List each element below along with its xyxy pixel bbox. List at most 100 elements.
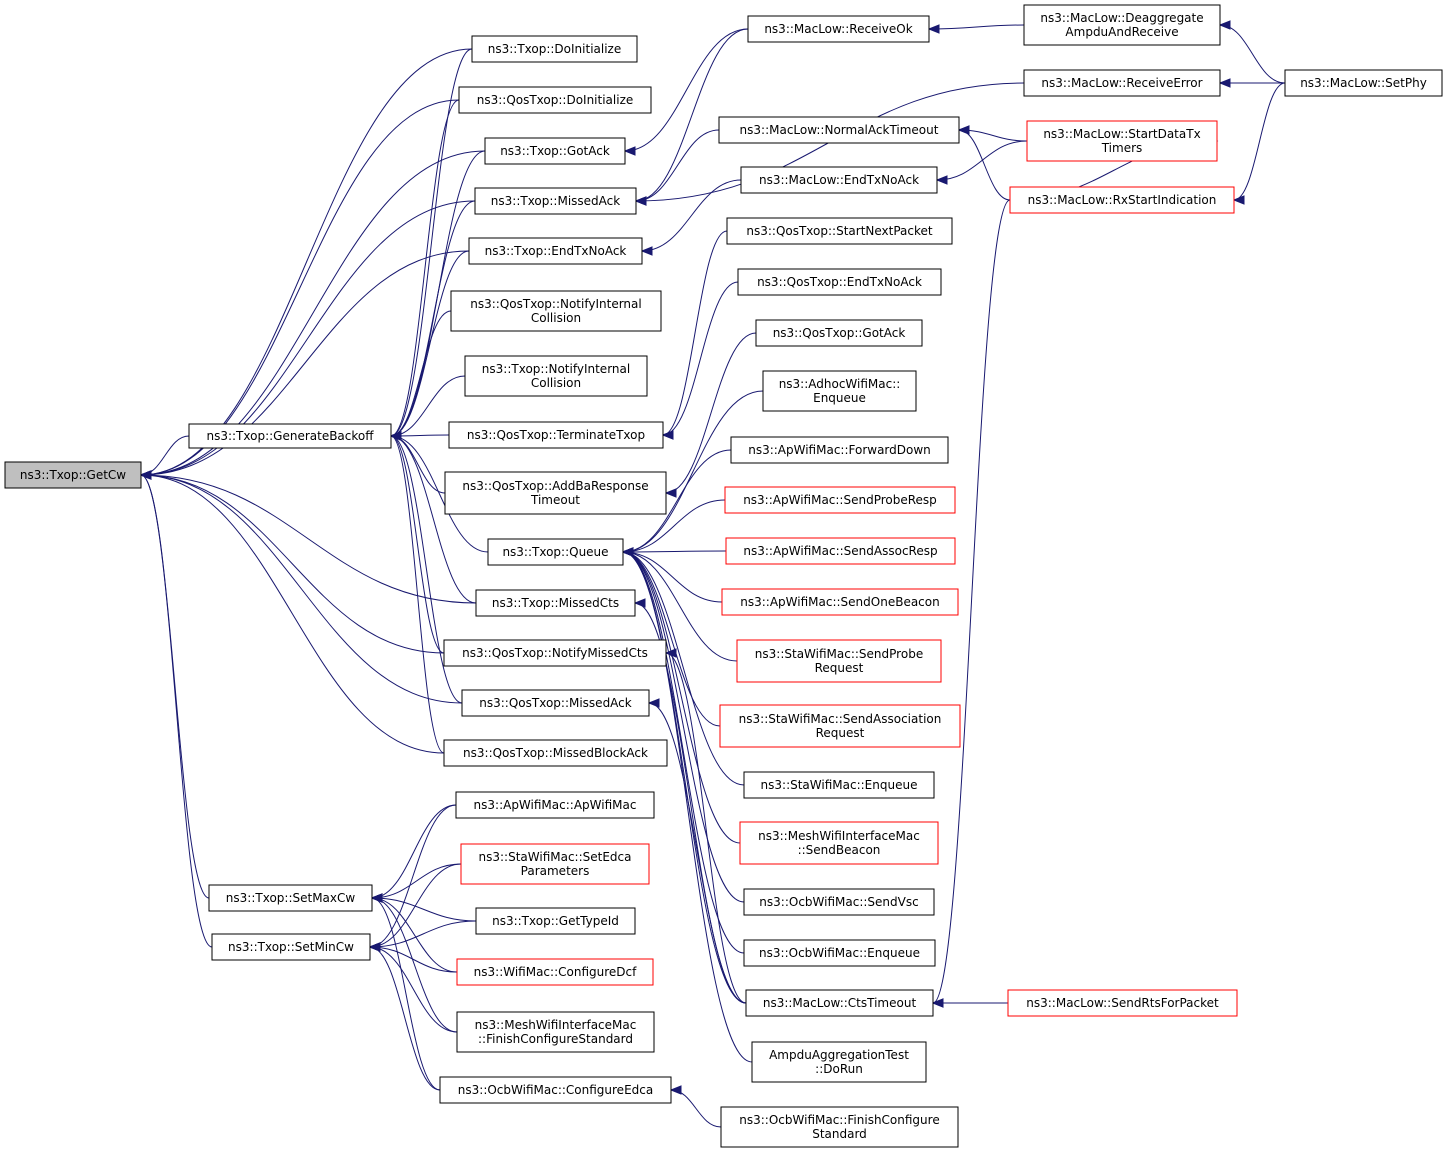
edge-mesh_finishconfig-to-setmincw bbox=[369, 946, 458, 1033]
arrowhead-maclow_rxstart-to-maclow_normalack bbox=[957, 125, 970, 135]
node-wifimac_configdcf[interactable]: ns3::WifiMac::ConfigureDcf bbox=[456, 958, 654, 986]
edge-qos_notifyint-to-genbackoff bbox=[390, 310, 452, 437]
node-box bbox=[1023, 69, 1221, 97]
node-label: ns3::Txop::GetCw bbox=[20, 468, 126, 482]
node-maclow_receiveok[interactable]: ns3::MacLow::ReceiveOk bbox=[747, 15, 930, 43]
edge-maclow_ctstimeout-to-qos_notifymissedcts bbox=[665, 652, 747, 1004]
node-mesh_finishconfig[interactable]: ns3::MeshWifiInterfaceMac::FinishConfigu… bbox=[456, 1011, 655, 1053]
node-box bbox=[762, 370, 917, 412]
node-maclow_normalack[interactable]: ns3::MacLow::NormalAckTimeout bbox=[718, 116, 960, 144]
node-label: Timers bbox=[1101, 141, 1143, 155]
node-ap_apwifimac[interactable]: ns3::ApWifiMac::ApWifiMac bbox=[455, 791, 655, 819]
arrowhead-ocb_configedca-to-setmaxcw bbox=[370, 893, 383, 903]
node-label: ns3::OcbWifiMac::Enqueue bbox=[759, 946, 920, 960]
arrowhead-maclow_receiveerror-to-txop_missedack bbox=[634, 196, 647, 206]
node-maclow_receiveerror[interactable]: ns3::MacLow::ReceiveError bbox=[1023, 69, 1221, 97]
node-label: ns3::MeshWifiInterfaceMac bbox=[758, 829, 920, 843]
node-getcw[interactable]: ns3::Txop::GetCw bbox=[4, 461, 142, 489]
edge-ocb_configedca-to-setmincw bbox=[369, 946, 441, 1091]
edge-qos_gotack-to-qos_addba bbox=[665, 332, 757, 494]
node-adhoc_enqueue[interactable]: ns3::AdhocWifiMac::Enqueue bbox=[762, 370, 917, 412]
node-genbackoff[interactable]: ns3::Txop::GenerateBackoff bbox=[188, 423, 392, 449]
arrowhead-qos_endtx-to-qos_terminate bbox=[661, 430, 674, 440]
node-label: ns3::Txop::DoInitialize bbox=[488, 42, 622, 56]
node-qos_notifymissedcts[interactable]: ns3::QosTxop::NotifyMissedCts bbox=[443, 639, 667, 667]
edge-txop_gettypeid-to-setmincw bbox=[369, 920, 477, 948]
node-ocb_sendvsc[interactable]: ns3::OcbWifiMac::SendVsc bbox=[743, 888, 935, 916]
node-mesh_sendbeacon[interactable]: ns3::MeshWifiInterfaceMac::SendBeacon bbox=[739, 821, 939, 865]
node-txop_missedcts[interactable]: ns3::Txop::MissedCts bbox=[475, 589, 636, 617]
edge-txop_doinit-to-genbackoff bbox=[390, 48, 473, 437]
node-qos_missedblockack[interactable]: ns3::QosTxop::MissedBlockAck bbox=[443, 739, 668, 767]
node-label: ns3::ApWifiMac::ForwardDown bbox=[748, 443, 931, 457]
node-txop_queue[interactable]: ns3::Txop::Queue bbox=[487, 538, 624, 566]
node-box bbox=[755, 319, 923, 347]
arrowhead-maclow_ctstimeout-to-qos_notifymissedcts bbox=[664, 648, 677, 658]
node-sta_enqueue[interactable]: ns3::StaWifiMac::Enqueue bbox=[743, 771, 935, 799]
edges-layer bbox=[139, 20, 1286, 1128]
node-box bbox=[743, 939, 936, 967]
edge-maclow_setphy-to-maclow_deaggregate bbox=[1219, 24, 1286, 84]
node-box bbox=[484, 137, 626, 165]
node-label: ns3::Txop::SetMinCw bbox=[228, 940, 354, 954]
node-txop_doinit[interactable]: ns3::Txop::DoInitialize bbox=[471, 35, 638, 63]
node-label: ns3::MacLow::StartDataTx bbox=[1043, 127, 1200, 141]
node-setmaxcw[interactable]: ns3::Txop::SetMaxCw bbox=[208, 884, 373, 912]
node-ocb_configedca[interactable]: ns3::OcbWifiMac::ConfigureEdca bbox=[439, 1076, 672, 1104]
node-label: ns3::QosTxop::DoInitialize bbox=[477, 93, 634, 107]
edge-qos_missedack-to-genbackoff bbox=[390, 435, 463, 704]
arrowhead-qos_missedblockack-to-genbackoff bbox=[389, 431, 402, 441]
node-ampdu_dorun[interactable]: AmpduAggregationTest::DoRun bbox=[751, 1041, 927, 1083]
node-label: ::SendBeacon bbox=[798, 843, 881, 857]
node-label: AmpduAggregationTest bbox=[769, 1048, 909, 1062]
nodes-layer: ns3::Txop::GetCw ns3::Txop::GenerateBacko… bbox=[4, 4, 1443, 1148]
arrowhead-maclow_ctstimeout-to-qos_missedack bbox=[647, 698, 660, 708]
node-txop_missedack[interactable]: ns3::Txop::MissedAck bbox=[474, 187, 637, 215]
node-ocb_finishconfig[interactable]: ns3::OcbWifiMac::FinishConfigureStandard bbox=[720, 1106, 959, 1148]
node-ap_sendassocresp[interactable]: ns3::ApWifiMac::SendAssocResp bbox=[725, 537, 956, 565]
node-qos_doinit[interactable]: ns3::QosTxop::DoInitialize bbox=[458, 86, 652, 114]
node-maclow_ctstimeout[interactable]: ns3::MacLow::CtsTimeout bbox=[745, 989, 934, 1017]
node-maclow_setphy[interactable]: ns3::MacLow::SetPhy bbox=[1284, 69, 1443, 97]
edge-ap_apwifimac-to-setmincw bbox=[369, 804, 457, 948]
node-qos_missedack[interactable]: ns3::QosTxop::MissedAck bbox=[461, 689, 650, 717]
node-ap_forwarddown[interactable]: ns3::ApWifiMac::ForwardDown bbox=[730, 436, 949, 464]
node-label: ::FinishConfigureStandard bbox=[478, 1032, 633, 1046]
node-qos_endtx[interactable]: ns3::QosTxop::EndTxNoAck bbox=[737, 268, 942, 296]
node-box bbox=[443, 739, 668, 767]
node-maclow_rxstart[interactable]: ns3::MacLow::RxStartIndication bbox=[1009, 186, 1235, 214]
arrowhead-qos_gotack-to-qos_addba bbox=[664, 488, 677, 498]
node-ap_sendonebeacon[interactable]: ns3::ApWifiMac::SendOneBeacon bbox=[721, 588, 959, 616]
node-ap_sendproberesp[interactable]: ns3::ApWifiMac::SendProbeResp bbox=[724, 486, 956, 514]
node-box bbox=[718, 116, 960, 144]
node-box bbox=[736, 639, 942, 683]
node-maclow_sendrts[interactable]: ns3::MacLow::SendRtsForPacket bbox=[1007, 989, 1238, 1017]
node-maclow_endtxnoack[interactable]: ns3::MacLow::EndTxNoAck bbox=[740, 166, 938, 194]
node-box bbox=[461, 689, 650, 717]
edge-maclow_startdatatx-to-maclow_endtxnoack bbox=[936, 140, 1028, 181]
node-ocb_enqueue[interactable]: ns3::OcbWifiMac::Enqueue bbox=[743, 939, 936, 967]
node-txop_gotack[interactable]: ns3::Txop::GotAck bbox=[484, 137, 626, 165]
node-txop_gettypeid[interactable]: ns3::Txop::GetTypeId bbox=[475, 907, 636, 935]
node-label: ns3::QosTxop::GotAck bbox=[773, 326, 906, 340]
edge-mesh_finishconfig-to-setmaxcw bbox=[371, 897, 458, 1033]
node-qos_startnext[interactable]: ns3::QosTxop::StartNextPacket bbox=[726, 217, 953, 245]
edge-txop_endtx-to-getcw bbox=[140, 250, 470, 476]
node-qos_terminate[interactable]: ns3::QosTxop::TerminateTxop bbox=[448, 421, 664, 449]
node-label: ns3::MacLow::NormalAckTimeout bbox=[740, 123, 939, 137]
node-box bbox=[444, 471, 667, 515]
node-qos_gotack[interactable]: ns3::QosTxop::GotAck bbox=[755, 319, 923, 347]
node-label: Enqueue bbox=[813, 391, 866, 405]
node-txop_endtx[interactable]: ns3::Txop::EndTxNoAck bbox=[468, 237, 643, 265]
arrowhead-ocb_finishconfig-to-ocb_configedca bbox=[669, 1085, 682, 1095]
node-setmincw[interactable]: ns3::Txop::SetMinCw bbox=[211, 933, 371, 961]
